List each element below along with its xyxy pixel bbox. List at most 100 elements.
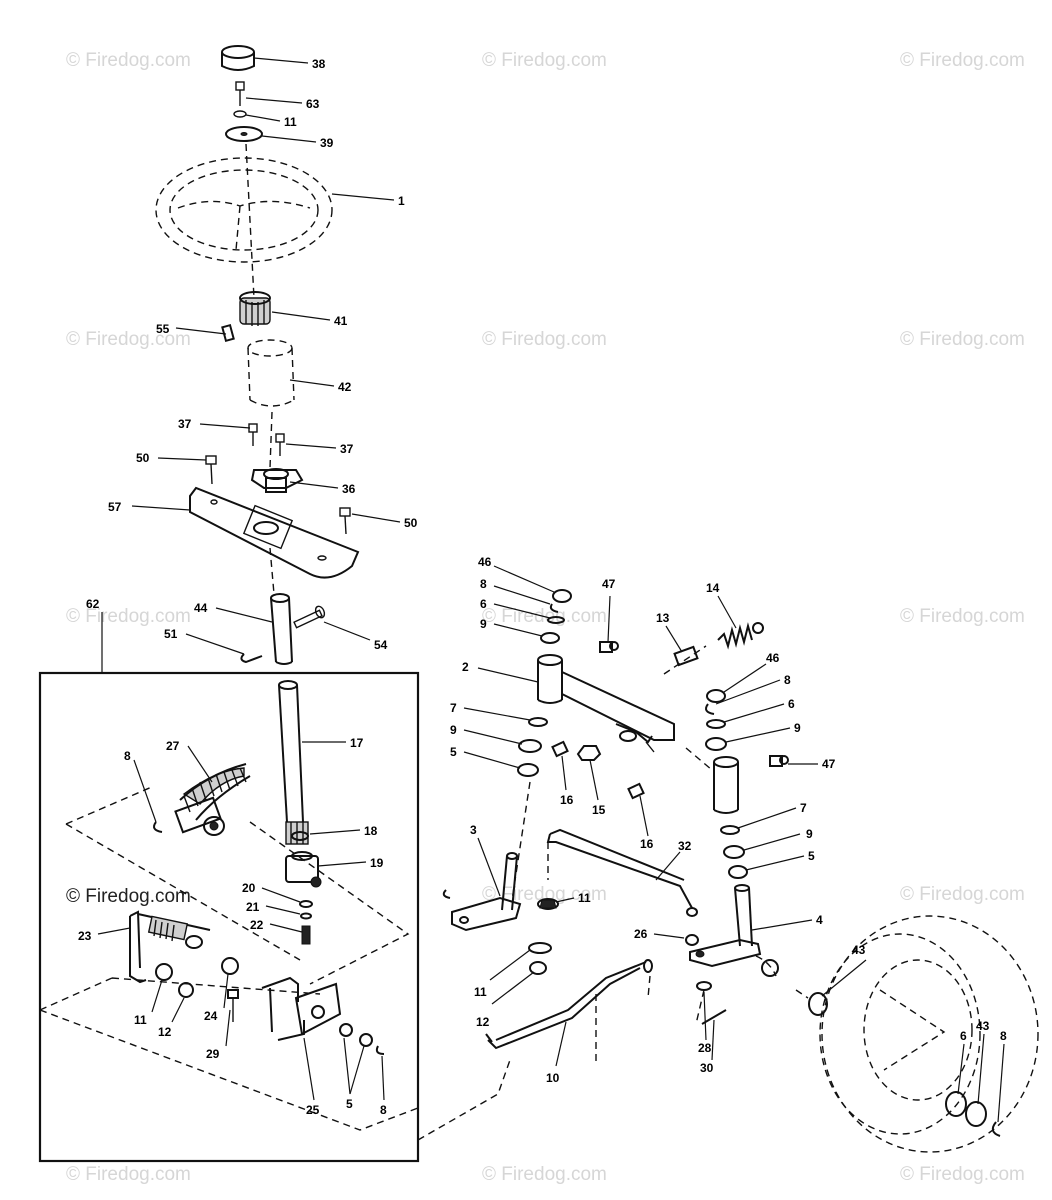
callout: 5 bbox=[808, 849, 815, 863]
washer-21 bbox=[300, 912, 312, 920]
bolt-63 bbox=[235, 81, 245, 91]
clip-8 bbox=[375, 1045, 385, 1055]
washer-28 bbox=[696, 981, 712, 991]
callout-labels: 38 63 11 39 1 41 55 42 37 37 50 36 57 50… bbox=[78, 57, 1007, 1117]
gear-icon bbox=[174, 763, 251, 836]
washer-5 bbox=[517, 763, 539, 777]
callout: 6 bbox=[480, 597, 487, 611]
callout: 16 bbox=[560, 793, 574, 807]
watermark: © Firedog.com bbox=[900, 884, 1025, 905]
bolt-50 bbox=[339, 507, 351, 517]
washer-6 bbox=[547, 616, 565, 624]
washer-7 bbox=[528, 717, 548, 727]
steering-wheel-icon bbox=[155, 157, 333, 263]
callout: 19 bbox=[370, 856, 384, 870]
callout: 3 bbox=[470, 823, 477, 837]
callout: 5 bbox=[346, 1097, 353, 1111]
callout: 9 bbox=[794, 721, 801, 735]
washer-11 bbox=[528, 942, 552, 954]
callout: 28 bbox=[698, 1041, 712, 1055]
callout: 8 bbox=[784, 673, 791, 687]
inset-watermark: © Firedog.com bbox=[66, 886, 191, 907]
clip-8 bbox=[153, 821, 163, 833]
washer-20 bbox=[299, 900, 313, 908]
washer-11 bbox=[155, 963, 173, 981]
nut-26 bbox=[685, 934, 699, 946]
washer-5 bbox=[359, 1033, 373, 1047]
callout: 42 bbox=[338, 380, 352, 394]
callout: 43 bbox=[976, 1019, 990, 1033]
callout: 29 bbox=[206, 1047, 220, 1061]
spacer-13 bbox=[673, 645, 699, 667]
callout: 9 bbox=[450, 723, 457, 737]
washer-43 bbox=[965, 1101, 987, 1127]
callout: 8 bbox=[124, 749, 131, 763]
tube-42 bbox=[247, 339, 295, 407]
callout: 11 bbox=[284, 115, 297, 129]
callout: 37 bbox=[340, 442, 354, 456]
callout: 11 bbox=[134, 1013, 147, 1027]
axle-assembly bbox=[417, 589, 789, 1141]
bushing-24 bbox=[221, 957, 239, 975]
callout: 39 bbox=[320, 136, 334, 150]
callout: 38 bbox=[312, 57, 326, 71]
callout: 27 bbox=[166, 739, 180, 753]
steering-column-upper bbox=[155, 45, 360, 665]
callout: 50 bbox=[404, 516, 418, 530]
bolt-30 bbox=[695, 989, 727, 1025]
tire-icon bbox=[795, 915, 1039, 1153]
callout: 47 bbox=[602, 577, 616, 591]
callout: 7 bbox=[450, 701, 457, 715]
callout: 32 bbox=[678, 839, 692, 853]
callout: 46 bbox=[766, 651, 780, 665]
frame-23 bbox=[129, 910, 211, 984]
callout: 8 bbox=[380, 1103, 387, 1117]
bushing-16 bbox=[627, 782, 645, 800]
callout: 16 bbox=[640, 837, 654, 851]
bushing-16 bbox=[551, 740, 569, 758]
washer-11 bbox=[537, 898, 559, 910]
watermark: © Firedog.com bbox=[482, 1164, 607, 1185]
spring-14 bbox=[717, 622, 764, 650]
callout: 63 bbox=[306, 97, 320, 111]
washer-6 bbox=[706, 719, 726, 729]
callout: 12 bbox=[158, 1025, 172, 1039]
callout: 22 bbox=[250, 918, 264, 932]
callout: 13 bbox=[656, 611, 670, 625]
callout: 41 bbox=[334, 314, 348, 328]
callout: 11 bbox=[578, 891, 591, 905]
washer-18 bbox=[291, 831, 309, 841]
callout: 9 bbox=[480, 617, 487, 631]
callout: 62 bbox=[86, 597, 100, 611]
washer-12 bbox=[178, 982, 194, 998]
callout: 54 bbox=[374, 638, 388, 652]
grease-fitting-47 bbox=[599, 641, 619, 653]
spline-adapter-41 bbox=[239, 291, 271, 326]
callout: 51 bbox=[164, 627, 178, 641]
callout: 44 bbox=[194, 601, 208, 615]
callout: 7 bbox=[800, 801, 807, 815]
washer-9 bbox=[723, 845, 745, 859]
callout: 9 bbox=[806, 827, 813, 841]
tie-rod-32 bbox=[546, 828, 698, 917]
bolt-54 bbox=[293, 605, 326, 629]
callout: 15 bbox=[592, 803, 606, 817]
cap-46 bbox=[552, 589, 572, 603]
callout: 30 bbox=[700, 1061, 714, 1075]
axle-beam-2 bbox=[537, 654, 675, 753]
cap-46 bbox=[706, 689, 726, 703]
callout: 8 bbox=[1000, 1029, 1007, 1043]
pivot-block-19 bbox=[285, 851, 322, 888]
callout: 50 bbox=[136, 451, 150, 465]
grease-fitting-47 bbox=[769, 755, 789, 767]
callout: 12 bbox=[476, 1015, 490, 1029]
callout: 57 bbox=[108, 500, 122, 514]
callout: 18 bbox=[364, 824, 378, 838]
callout: 43 bbox=[852, 943, 866, 957]
callout: 5 bbox=[450, 745, 457, 759]
bolt-37 bbox=[248, 423, 258, 433]
clip-8 bbox=[705, 703, 715, 715]
cap-38 bbox=[221, 45, 255, 59]
bracket-25 bbox=[261, 976, 342, 1041]
